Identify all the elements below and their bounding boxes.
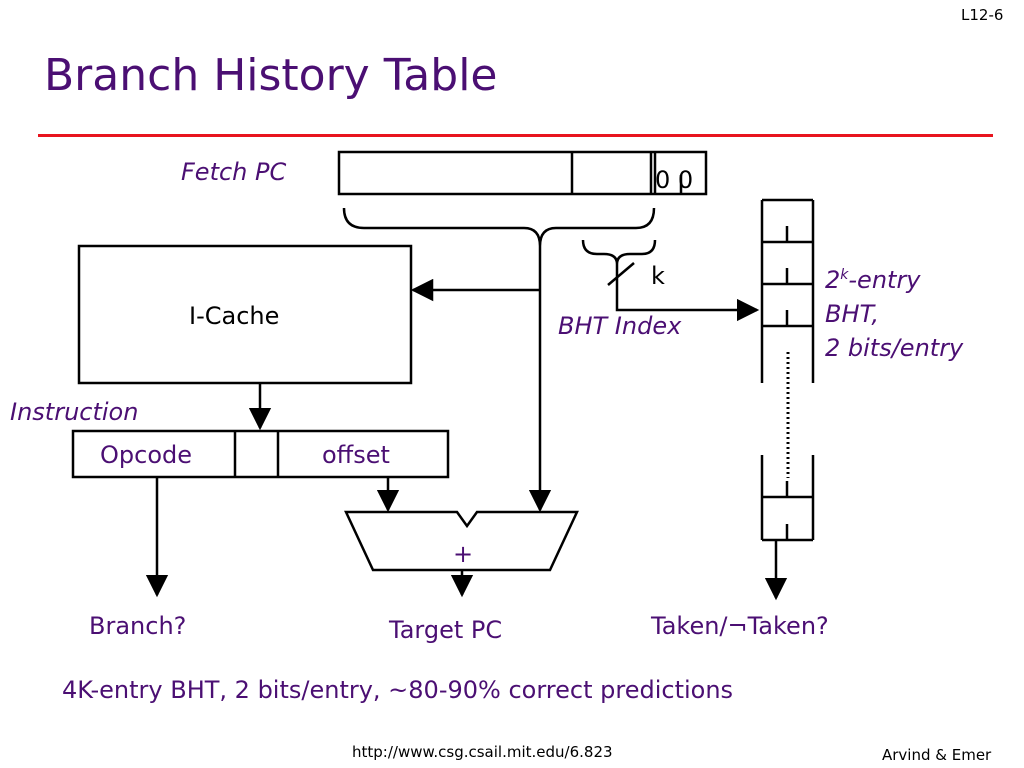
bht-size-base: 2 xyxy=(825,266,841,294)
icache-label: I-Cache xyxy=(189,302,280,330)
fetch-pc-register xyxy=(337,150,708,196)
icache-box xyxy=(77,244,413,385)
bht-description-line2: BHT, xyxy=(825,300,879,328)
footer-authors: Arvind & Emer xyxy=(882,746,992,764)
pc-low-bits-label: 0 0 xyxy=(655,166,694,194)
bht-description-line3: 2 bits/entry xyxy=(825,334,964,362)
footer-url: http://www.csg.csail.mit.edu/6.823 xyxy=(352,743,613,761)
k-label: k xyxy=(651,262,665,290)
branch-label: Branch? xyxy=(89,612,187,640)
bht-index-brace xyxy=(581,239,657,265)
bht-index-wire xyxy=(615,264,760,322)
instruction-label: Instruction xyxy=(10,398,139,426)
bht-description-line1: 2k-entry xyxy=(825,266,921,294)
slide-title: Branch History Table xyxy=(44,50,498,101)
pc-brace xyxy=(342,207,656,247)
bht-size-exponent: k xyxy=(840,267,849,283)
title-divider xyxy=(38,134,993,137)
target-pc-label: Target PC xyxy=(389,616,503,644)
adder-label: + xyxy=(453,540,474,568)
opcode-label: Opcode xyxy=(100,441,193,469)
offset-label: offset xyxy=(322,441,390,469)
k-width-slash xyxy=(607,262,635,286)
bht-index-label: BHT Index xyxy=(558,312,682,340)
fetch-pc-label: Fetch PC xyxy=(181,158,287,186)
adder-shape xyxy=(344,510,579,572)
bht-size-suffix: -entry xyxy=(848,266,921,294)
summary-text: 4K-entry BHT, 2 bits/entry, ~80-90% corr… xyxy=(62,676,734,704)
slide-number: L12-6 xyxy=(961,6,1004,24)
instruction-register xyxy=(71,429,450,479)
taken-label: Taken/¬Taken? xyxy=(651,612,829,640)
